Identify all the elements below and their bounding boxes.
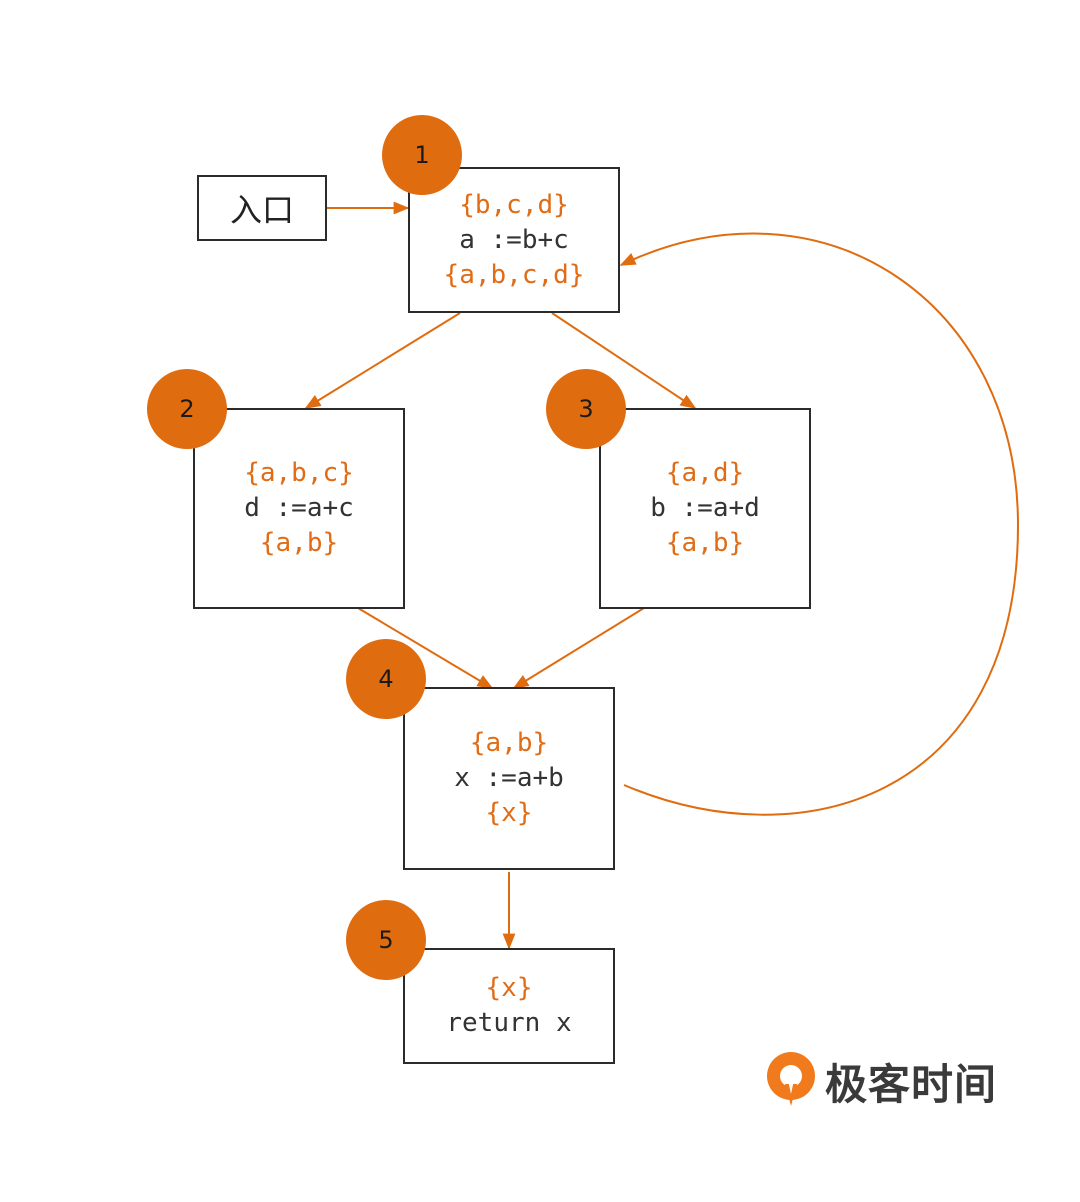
block-5: {x} return x (403, 948, 615, 1064)
block-3-code: b :=a+d (650, 493, 760, 523)
edge-3-to-4 (512, 607, 645, 689)
block-5-badge: 5 (346, 900, 426, 980)
edge-1-to-2 (304, 312, 461, 409)
block-1-in-set: {b,c,d} (459, 189, 569, 220)
block-4-out-set: {x} (485, 798, 533, 828)
brand-logo-icon (767, 1052, 815, 1106)
block-3-in-set: {a,d} (665, 458, 745, 488)
block-3-out-set: {a,b} (665, 528, 745, 558)
block-5-code: return x (446, 1008, 572, 1038)
block-3: {a,d} b :=a+d {a,b} (599, 408, 811, 609)
block-2-out-set: {a,b} (259, 528, 339, 558)
block-4-code: x :=a+b (454, 763, 564, 793)
entry-box: 入口 (197, 175, 327, 241)
brand-logo: 极客时间 (765, 1050, 997, 1112)
edge-4-to-1-loop (619, 232, 1020, 816)
block-1-code: a :=b+c (459, 224, 569, 255)
block-4: {a,b} x :=a+b {x} (403, 687, 615, 870)
block-2-in-set: {a,b,c} (244, 458, 354, 488)
brand-logo-text: 极客时间 (825, 1059, 998, 1109)
block-1-out-set: {a,b,c,d} (443, 259, 585, 290)
block-1: {b,c,d} a :=b+c {a,b,c,d} (408, 167, 620, 313)
block-2: {a,b,c} d :=a+c {a,b} (193, 408, 405, 609)
block-4-badge: 4 (346, 639, 426, 719)
block-4-in-set: {a,b} (469, 728, 549, 758)
block-2-badge: 2 (147, 369, 227, 449)
block-1-badge: 1 (382, 115, 462, 195)
block-5-in-set: {x} (485, 973, 533, 1003)
entry-label: 入口 (229, 191, 294, 229)
block-2-code: d :=a+c (244, 493, 354, 523)
edge-1-to-3 (551, 312, 697, 409)
edge-2-to-4 (357, 607, 494, 689)
block-3-badge: 3 (546, 369, 626, 449)
